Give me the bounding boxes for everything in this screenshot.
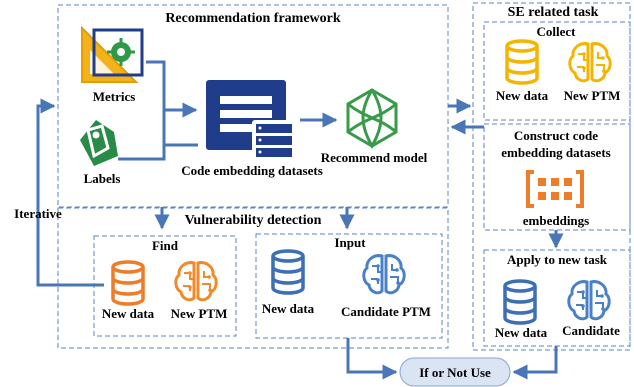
collect-new-data-label: New data [496,88,549,103]
recommendation-framework-title: Recommendation framework [165,11,341,26]
embeddings-label: embeddings [523,213,589,228]
collect-new-ptm-label: New PTM [564,88,621,103]
input-new-data-database-icon [271,249,305,295]
apply-to-decision-arrow [512,346,558,380]
metrics-label: Metrics [93,89,136,104]
collect-new-data-database-icon [505,39,539,85]
iterative-label: Iterative [14,206,62,221]
input-title: Input [334,235,366,250]
input-to-decision-arrow [346,338,398,380]
find-new-data-label: New data [102,306,155,321]
find-new-ptm-brain-icon [174,261,218,302]
apply-new-data-label: New data [495,325,548,340]
input-new-data-label: New data [262,301,315,316]
collect-new-ptm-brain-icon [568,42,612,83]
construct-title-line2: embedding datasets [501,145,610,160]
embeddings-bracket-icon [526,170,584,208]
recommend-model-icon [346,88,398,150]
collect-box [483,21,631,121]
decision-node [399,357,511,387]
se-related-task-title: SE related task [508,5,599,20]
apply-title: Apply to new task [507,252,608,267]
apply-new-data-database-icon [503,279,537,325]
construct-title-line1: Construct code [514,128,598,143]
apply-candidate-brain-icon [567,280,611,321]
vulnerability-detection-title: Vulnerability detection [185,213,322,228]
labels-tag-icon [80,120,118,166]
decision-label: If or Not Use [419,365,491,380]
labels-label: Labels [84,171,121,186]
metrics-connector [146,60,198,147]
input-box [255,233,443,339]
code-embedding-datasets-label: Code embedding datasets [181,163,323,178]
document-database-icon [206,80,296,160]
vulnerability-detection-box [57,207,449,349]
input-candidate-ptm-brain-icon [362,254,406,295]
iterative-arrow [36,98,104,287]
input-candidate-ptm-label: Candidate PTM [341,304,431,319]
se-related-task-box [472,2,631,351]
find-new-data-database-icon [111,260,145,306]
metrics-ruler-icon [81,25,144,83]
apply-candidate-label: Candidate [562,323,620,338]
collect-title: Collect [537,24,577,39]
labels-connector [118,145,166,161]
find-title: Find [152,238,179,253]
find-new-ptm-label: New PTM [171,306,228,321]
recommend-model-label: Recommend model [321,150,428,165]
